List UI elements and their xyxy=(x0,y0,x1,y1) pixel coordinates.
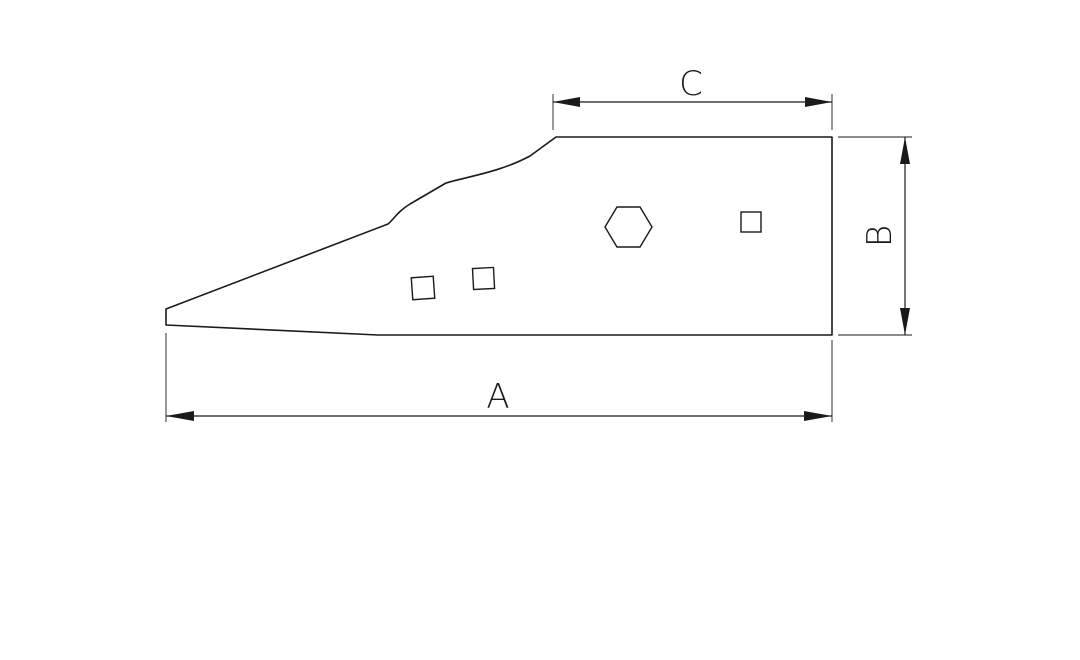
dimension-c: C xyxy=(552,64,833,130)
arrowhead-c-right xyxy=(805,97,832,107)
square-hole-left xyxy=(410,275,436,301)
arrowhead-b-top xyxy=(900,137,910,164)
dimension-a: A xyxy=(165,333,833,422)
dimension-label-c: C xyxy=(679,64,703,104)
blade-outline xyxy=(165,136,833,336)
square-hole-middle xyxy=(471,266,496,291)
dimension-label-a: A xyxy=(486,377,509,417)
dimension-label-b: B xyxy=(860,225,900,247)
hexagon-hole xyxy=(604,206,653,248)
arrowhead-c-left xyxy=(553,97,580,107)
arrowhead-b-bottom xyxy=(900,308,910,335)
arrowhead-a-left xyxy=(166,411,194,421)
square-hole-right xyxy=(740,211,762,233)
dimension-b: B xyxy=(838,136,912,336)
arrowhead-a-right xyxy=(804,411,832,421)
